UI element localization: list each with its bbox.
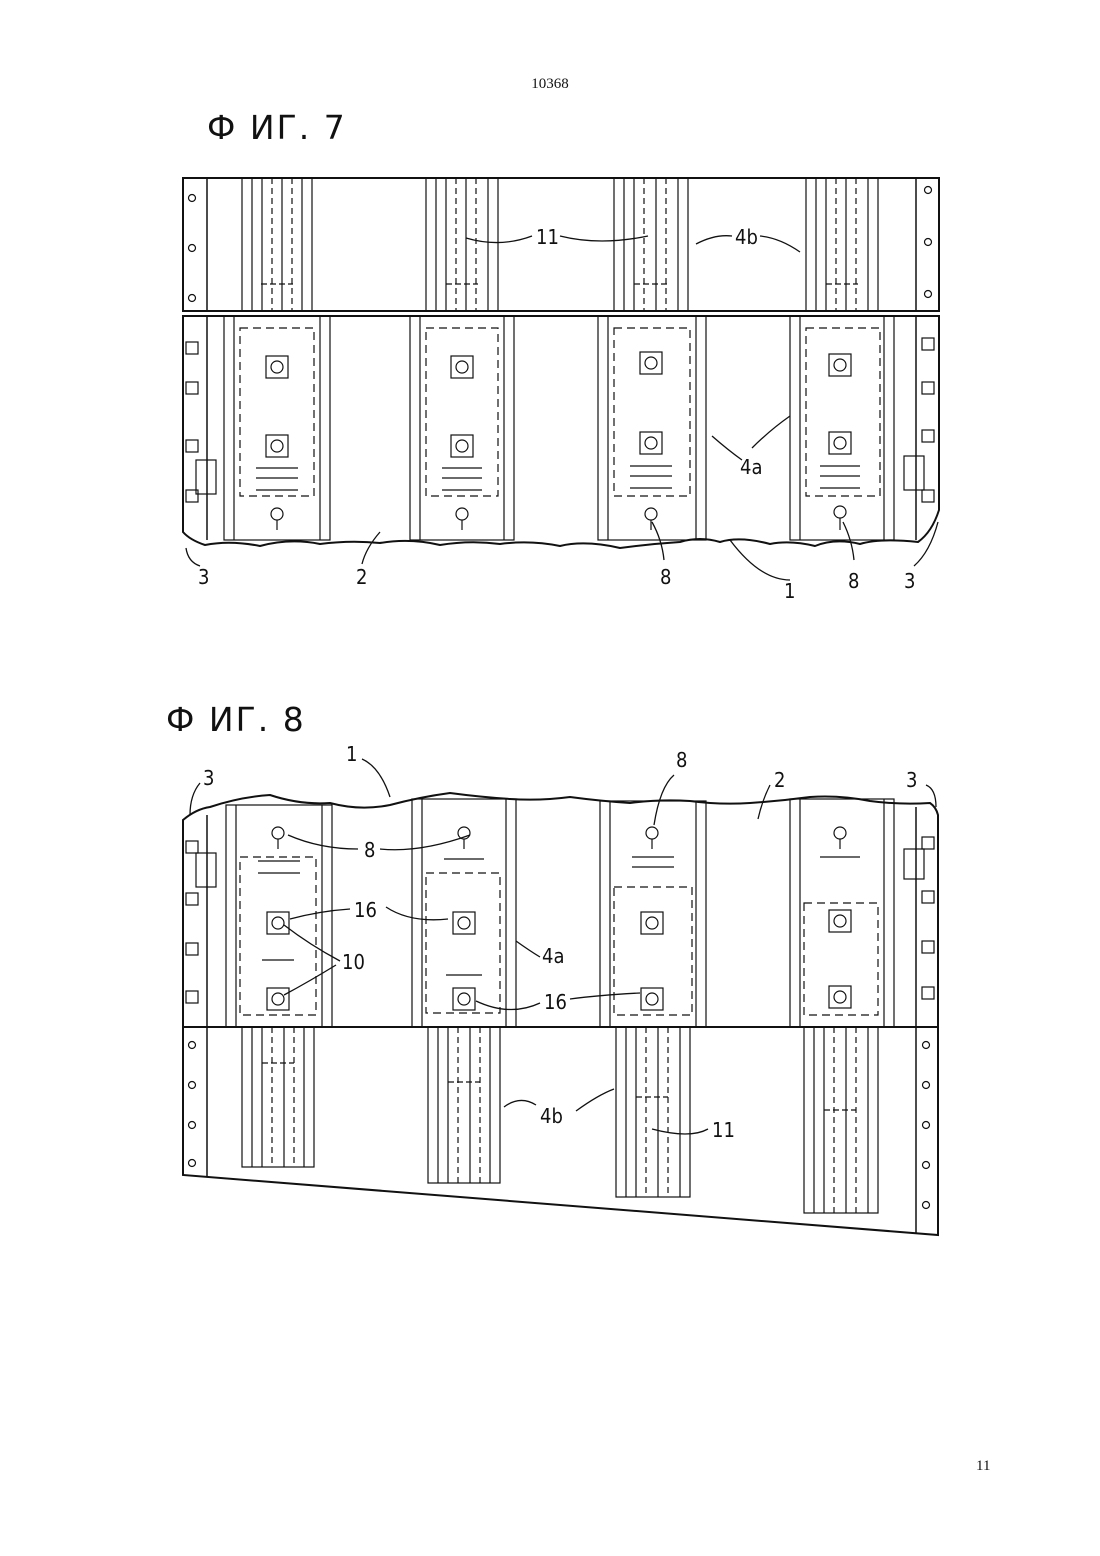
fig8-label-3-right: 3	[906, 768, 917, 792]
fig7-upper-strips	[242, 178, 878, 311]
fig7-label-8-b: 8	[848, 569, 859, 593]
fig8-label-16-b: 16	[544, 990, 567, 1014]
fig8-label-1: 1	[346, 745, 357, 766]
fig7-label-1: 1	[784, 579, 795, 603]
fig7-lower-profiles	[224, 316, 894, 540]
page-header-number: 10368	[0, 76, 1100, 93]
figure-8-title: Ф ИГ. 8	[166, 700, 306, 739]
fig7-label-8-a: 8	[660, 565, 671, 589]
fig7-label-4a: 4a	[740, 455, 762, 479]
fig8-label-4a: 4a	[542, 944, 564, 968]
figure-8-drawing: 1 3 8 2 3 8 16 10 4a 16 4b 11	[0, 745, 1100, 1245]
fig7-label-11: 11	[536, 225, 559, 249]
fig8-label-11: 11	[712, 1118, 735, 1142]
fig8-label-16-a: 16	[354, 898, 377, 922]
fig8-label-10: 10	[342, 950, 365, 974]
figure-7-title: Ф ИГ. 7	[207, 108, 347, 147]
fig7-label-3-right: 3	[904, 569, 915, 593]
fig7-label-2: 2	[356, 565, 367, 589]
page-footer-number: 11	[976, 1458, 990, 1475]
fig8-label-8-top: 8	[676, 748, 687, 772]
fig8-label-4b: 4b	[540, 1104, 563, 1128]
fig7-label-4b: 4b	[735, 225, 758, 249]
figure-7-drawing: 11 4b 4a 3 2 8 1 8 3	[0, 160, 1100, 620]
fig8-label-2: 2	[774, 768, 785, 792]
fig8-label-3-left: 3	[203, 766, 214, 790]
fig8-label-8-mid: 8	[364, 838, 375, 862]
fig7-label-3-left: 3	[198, 565, 209, 589]
